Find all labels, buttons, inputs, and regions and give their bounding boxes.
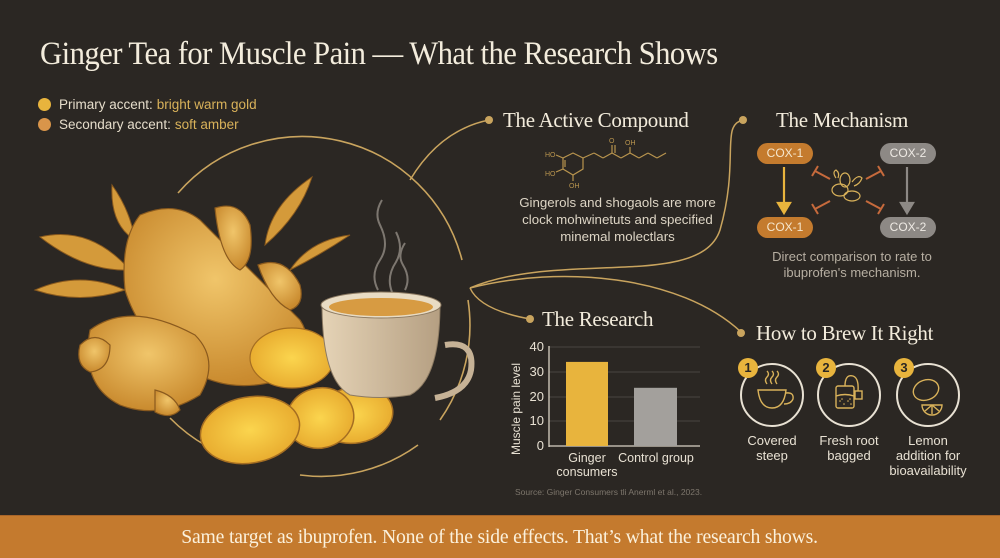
y-tick-0: 0 — [536, 438, 544, 453]
y-tick-40: 40 — [529, 339, 544, 354]
y-tick-30: 30 — [529, 364, 544, 379]
cox2-pill-top: COX-2 — [880, 143, 936, 164]
step-label-line: bioavailability — [889, 463, 967, 478]
step-label-line: addition for — [895, 448, 961, 463]
cox1-pill-top: COX-1 — [757, 143, 813, 164]
chart-source: Source: Ginger Consumers tli Anerml et a… — [515, 487, 703, 497]
step-label-1: Covered steep — [724, 433, 820, 463]
compound-description: Gingerols and shogaols are more clock mo… — [519, 195, 716, 244]
step-circle-2 — [817, 363, 881, 427]
step-badge-3: 3 — [894, 358, 914, 378]
chart-y-axis-title: Muscle pain level — [509, 362, 523, 455]
legend-item-primary: Primary accent: bright warm gold — [38, 94, 257, 114]
steam-icon — [373, 199, 409, 293]
step-label-line: steep — [756, 448, 788, 463]
legend-value: soft amber — [174, 116, 239, 132]
mechanism-description: Direct comparison to rate to ibuprofen's… — [772, 249, 932, 280]
ginger-slices-icon — [199, 385, 394, 465]
step-label-line: Lemon — [908, 433, 948, 448]
x-label-control-group: Control group — [618, 451, 694, 465]
step-label-line: Covered — [747, 433, 797, 448]
section-title-active-compound: The Active Compound — [503, 108, 689, 132]
amber-dot-icon — [38, 117, 51, 131]
y-tick-20: 20 — [529, 389, 544, 404]
step-circle-1 — [740, 363, 804, 427]
step-circle-3 — [896, 363, 960, 427]
section-title-brew: How to Brew It Right — [756, 321, 934, 345]
section-title-research: The Research — [542, 307, 654, 331]
gold-dot-icon — [38, 97, 51, 111]
step-label-line: Fresh root — [819, 433, 879, 448]
ginger-leaves-icon — [33, 175, 351, 298]
legend-value: bright warm gold — [156, 96, 257, 112]
legend-item-secondary: Secondary accent: soft amber — [38, 114, 257, 134]
y-tick-10: 10 — [529, 413, 544, 428]
cox1-pill-bottom: COX-1 — [757, 217, 813, 238]
step-label-3: Lemon addition for bioavailability — [880, 433, 976, 478]
page-title: Ginger Tea for Muscle Pain — What the Re… — [40, 36, 718, 72]
section-title-mechanism: The Mechanism — [776, 108, 908, 132]
footer-banner: Same target as ibuprofen. None of the si… — [0, 515, 1000, 558]
footer-tagline: Same target as ibuprofen. None of the si… — [181, 525, 819, 548]
step-badge-2: 2 — [816, 358, 836, 378]
step-label-line: bagged — [827, 448, 871, 463]
step-badge-1: 1 — [738, 358, 758, 378]
cox2-pill-bottom: COX-2 — [880, 217, 936, 238]
step-label-2: Fresh root bagged — [801, 433, 897, 463]
x-label-ginger-consumers: Ginger consumers — [556, 451, 618, 479]
legend-label: Secondary accent: — [59, 116, 171, 132]
legend-label: Primary accent: — [59, 96, 153, 112]
color-legend: Primary accent: bright warm gold Seconda… — [38, 94, 257, 134]
tea-cup-icon — [320, 291, 475, 401]
ginger-cut-face — [249, 327, 335, 389]
ginger-tea-illustration — [33, 175, 475, 465]
